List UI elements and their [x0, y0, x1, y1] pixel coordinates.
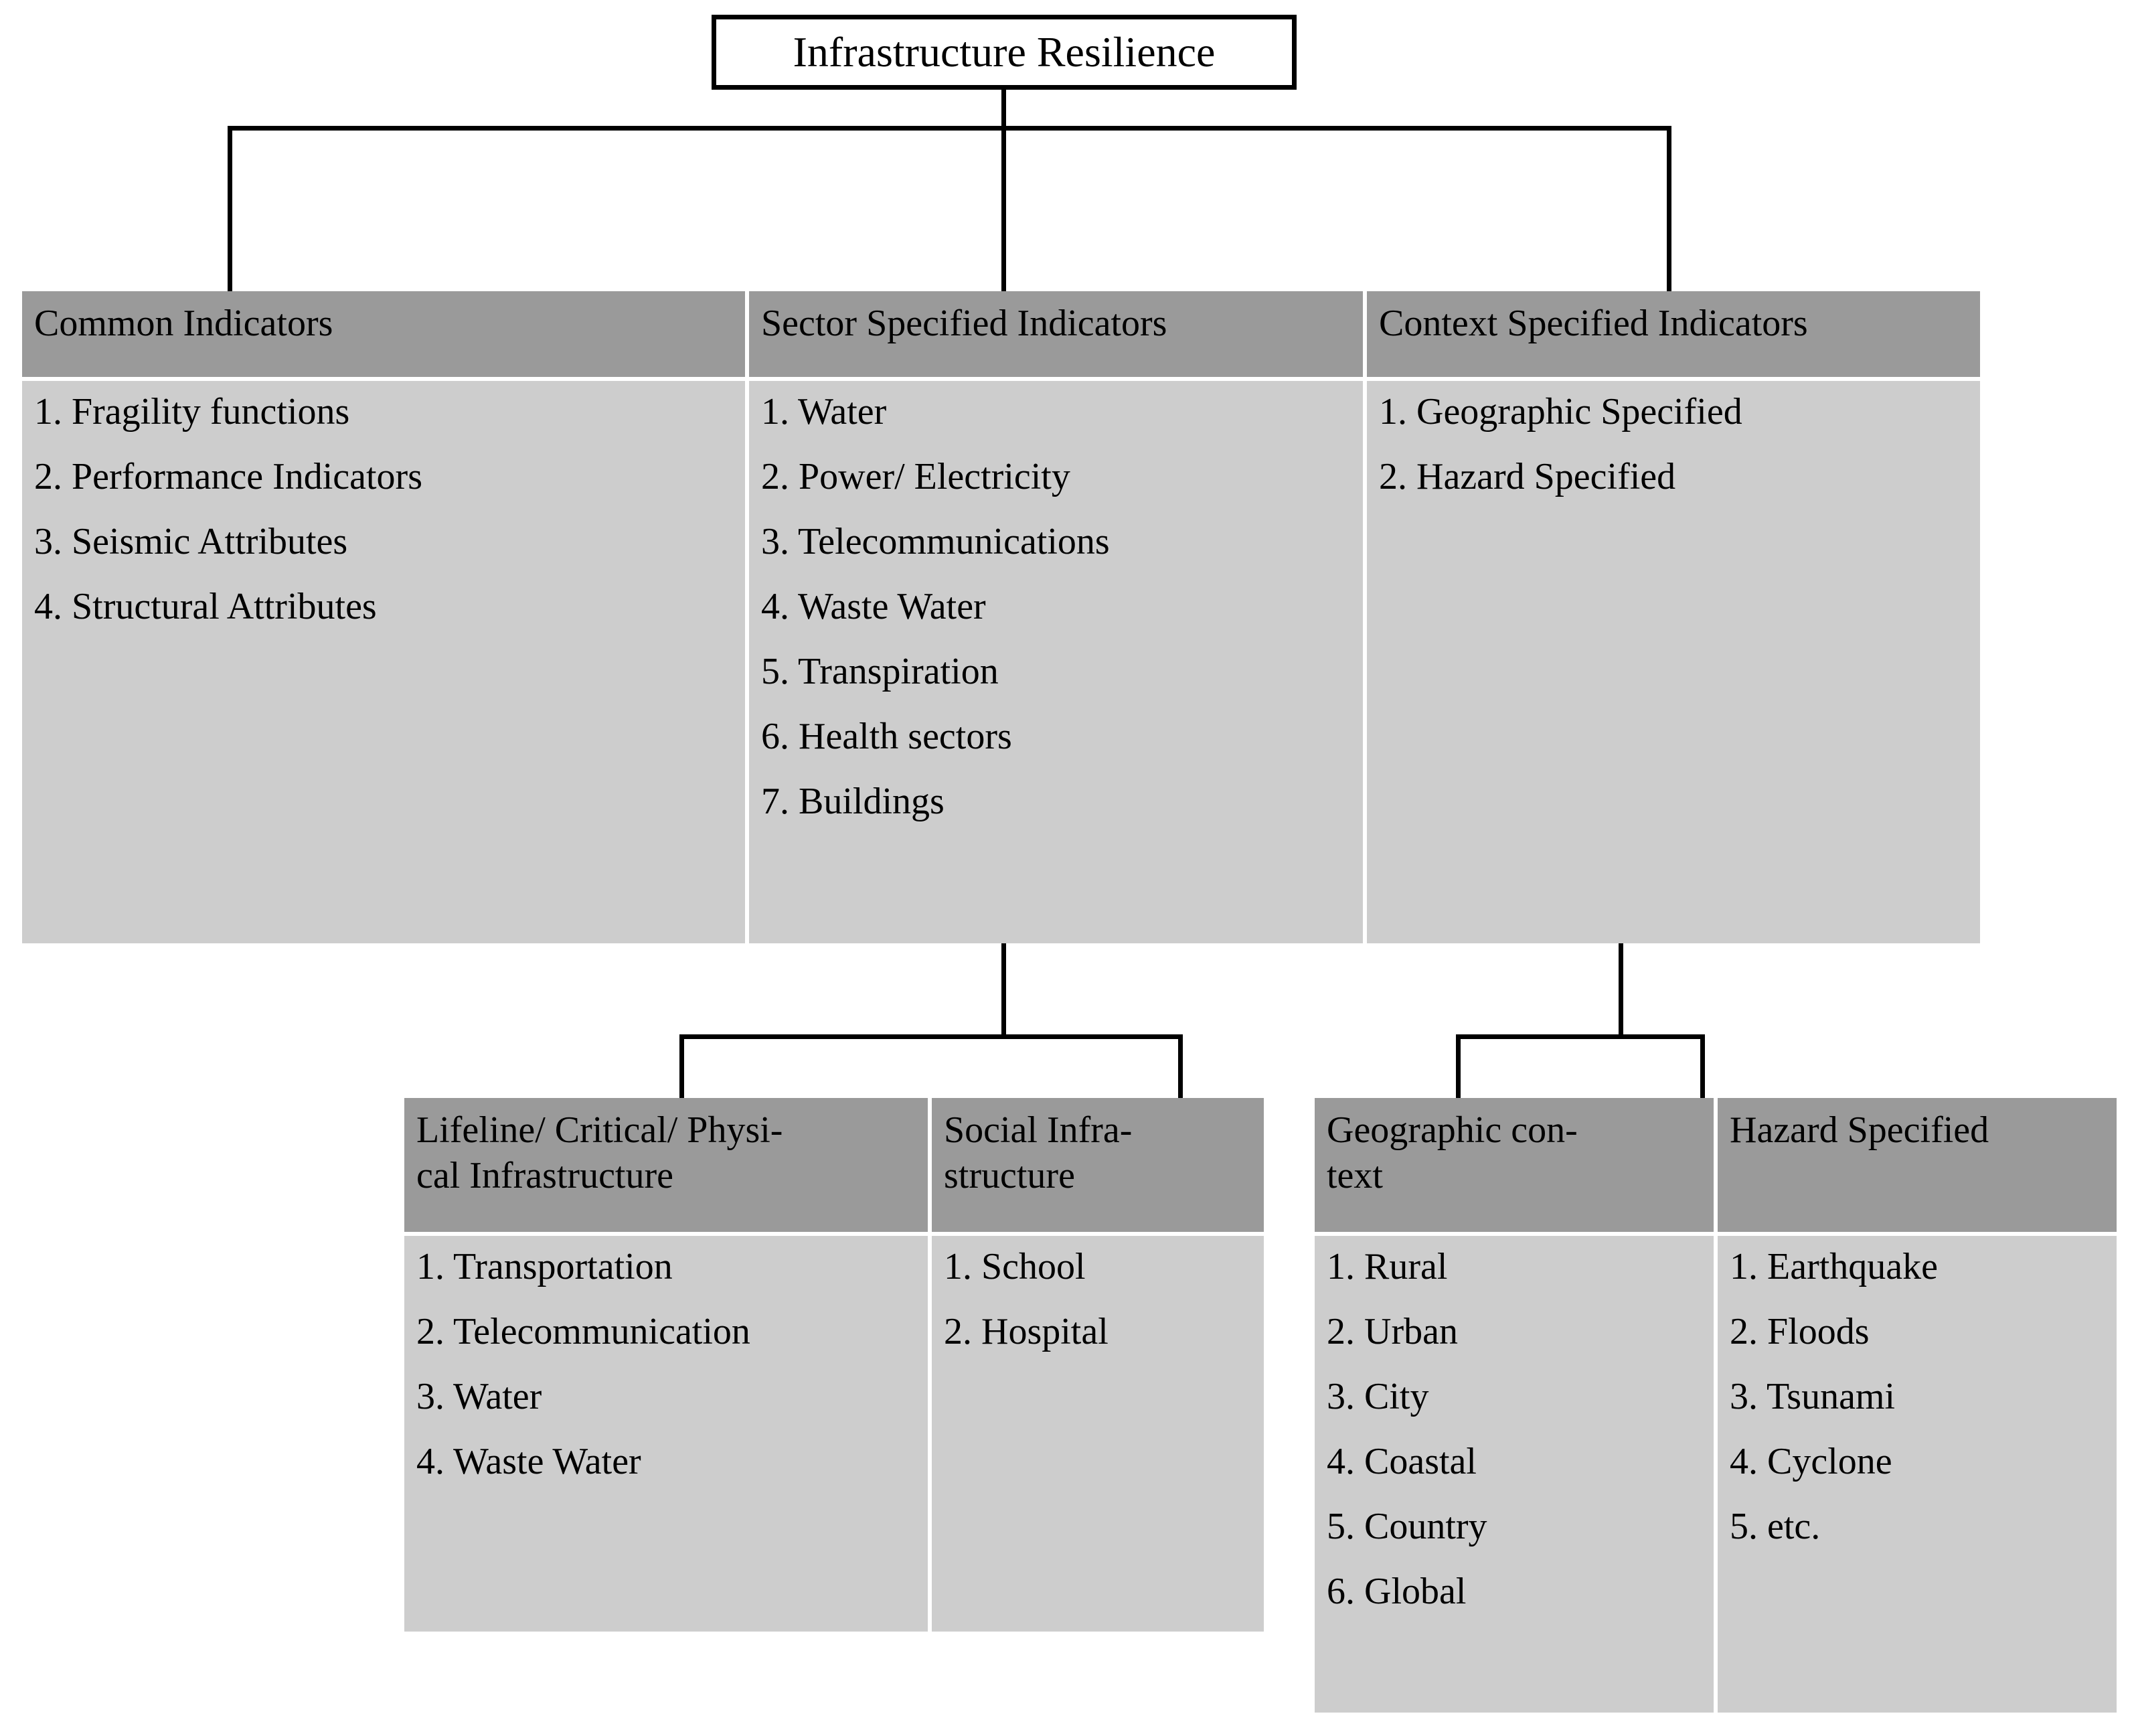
connector-drop-social-infrastructure: [1178, 1034, 1183, 1100]
column-header-sector-specified-indicators: Sector Specified Indicators: [749, 291, 1363, 377]
column-header-social-infrastructure: Social Infra- structure: [932, 1098, 1264, 1232]
list-item: 4. Waste Water: [761, 586, 986, 627]
list-item: 6. Global: [1327, 1571, 1467, 1612]
column-body-common-indicators: 1. Fragility functions 2. Performance In…: [22, 381, 745, 943]
list-item: 4. Structural Attributes: [34, 586, 377, 627]
column-geographic-context: Geographic con- text 1. Rural 2. Urban 3…: [1315, 1098, 1714, 1713]
connector-sector-stem: [1001, 943, 1006, 1039]
list-item: 2. Hospital: [944, 1311, 1109, 1352]
list-item: 1. Rural: [1327, 1246, 1448, 1287]
list-item: 1. School: [944, 1246, 1086, 1287]
column-body-context-specified-indicators: 1. Geographic Specified 2. Hazard Specif…: [1367, 381, 1980, 943]
column-social-infrastructure: Social Infra- structure 1. School 2. Hos…: [932, 1098, 1264, 1632]
list-item: 3. City: [1327, 1376, 1429, 1417]
column-hazard-specified: Hazard Specified 1. Earthquake 2. Floods…: [1718, 1098, 2117, 1713]
header-line-2: cal Infrastructure: [416, 1155, 673, 1197]
connector-drop-common-indicators: [228, 126, 232, 293]
column-sector-specified-indicators: Sector Specified Indicators 1. Water 2. …: [749, 291, 1363, 943]
list-item: 2. Power/ Electricity: [761, 456, 1070, 497]
header-line-1: Geographic con-: [1327, 1109, 1578, 1151]
column-common-indicators: Common Indicators 1. Fragility functions…: [22, 291, 745, 943]
column-header-lifeline-critical-physical-infrastructure: Lifeline/ Critical/ Physi- cal Infrastru…: [404, 1098, 928, 1232]
list-item: 3. Telecommunications: [761, 521, 1110, 562]
context-sub-table: Geographic con- text 1. Rural 2. Urban 3…: [1315, 1098, 2117, 1713]
header-line-1: Hazard Specified: [1730, 1109, 1989, 1151]
list-item: 7. Buildings: [761, 781, 945, 822]
sector-sub-table: Lifeline/ Critical/ Physi- cal Infrastru…: [404, 1098, 1264, 1632]
list-item: 4. Cyclone: [1730, 1441, 1892, 1482]
list-item: 1. Water: [761, 391, 887, 432]
list-item: 3. Tsunami: [1730, 1376, 1896, 1417]
connector-drop-geographic-context: [1456, 1034, 1461, 1100]
main-indicator-table: Common Indicators 1. Fragility functions…: [22, 291, 1980, 943]
list-item: 5. etc.: [1730, 1506, 1821, 1547]
list-item: 2. Telecommunication: [416, 1311, 750, 1352]
list-item: 4. Coastal: [1327, 1441, 1477, 1482]
column-header-geographic-context: Geographic con- text: [1315, 1098, 1714, 1232]
root-node-label: Infrastructure Resilience: [793, 28, 1216, 76]
list-item: 1. Transportation: [416, 1246, 673, 1287]
list-item: 2. Hazard Specified: [1379, 456, 1676, 497]
column-header-context-specified-indicators: Context Specified Indicators: [1367, 291, 1980, 377]
list-item: 1. Geographic Specified: [1379, 391, 1742, 432]
list-item: 5. Country: [1327, 1506, 1487, 1547]
header-line-1: Social Infra-: [944, 1109, 1133, 1151]
column-body-social-infrastructure: 1. School 2. Hospital: [932, 1236, 1264, 1632]
connector-left-sub-bus: [679, 1034, 1183, 1039]
root-node-infrastructure-resilience: Infrastructure Resilience: [712, 15, 1297, 90]
connector-main-bus: [228, 126, 1671, 131]
list-item: 2. Performance Indicators: [34, 456, 422, 497]
list-item: 5. Transpiration: [761, 651, 999, 692]
list-item: 1. Earthquake: [1730, 1246, 1938, 1287]
connector-drop-hazard-specified: [1700, 1034, 1705, 1100]
column-body-hazard-specified: 1. Earthquake 2. Floods 3. Tsunami 4. Cy…: [1718, 1236, 2117, 1713]
connector-drop-sector-indicators: [1001, 126, 1006, 293]
list-item: 2. Floods: [1730, 1311, 1870, 1352]
list-item: 2. Urban: [1327, 1311, 1458, 1352]
connector-context-stem: [1619, 943, 1623, 1039]
connector-root-stem: [1001, 90, 1006, 130]
header-line-2: structure: [944, 1155, 1075, 1197]
column-body-sector-specified-indicators: 1. Water 2. Power/ Electricity 3. Teleco…: [749, 381, 1363, 943]
column-header-common-indicators: Common Indicators: [22, 291, 745, 377]
list-item: 4. Waste Water: [416, 1441, 641, 1482]
column-header-hazard-specified: Hazard Specified: [1718, 1098, 2117, 1232]
column-body-geographic-context: 1. Rural 2. Urban 3. City 4. Coastal 5. …: [1315, 1236, 1714, 1713]
header-line-2: text: [1327, 1155, 1383, 1197]
list-item: 1. Fragility functions: [34, 391, 350, 432]
connector-drop-context-indicators: [1667, 126, 1671, 293]
header-line-1: Lifeline/ Critical/ Physi-: [416, 1109, 783, 1151]
list-item: 6. Health sectors: [761, 716, 1012, 757]
column-lifeline-critical-physical-infrastructure: Lifeline/ Critical/ Physi- cal Infrastru…: [404, 1098, 928, 1632]
connector-drop-lifeline-infrastructure: [679, 1034, 684, 1100]
list-item: 3. Water: [416, 1376, 542, 1417]
column-body-lifeline-critical-physical-infrastructure: 1. Transportation 2. Telecommunication 3…: [404, 1236, 928, 1632]
column-context-specified-indicators: Context Specified Indicators 1. Geograph…: [1367, 291, 1980, 943]
list-item: 3. Seismic Attributes: [34, 521, 348, 562]
connector-right-sub-bus: [1456, 1034, 1705, 1039]
